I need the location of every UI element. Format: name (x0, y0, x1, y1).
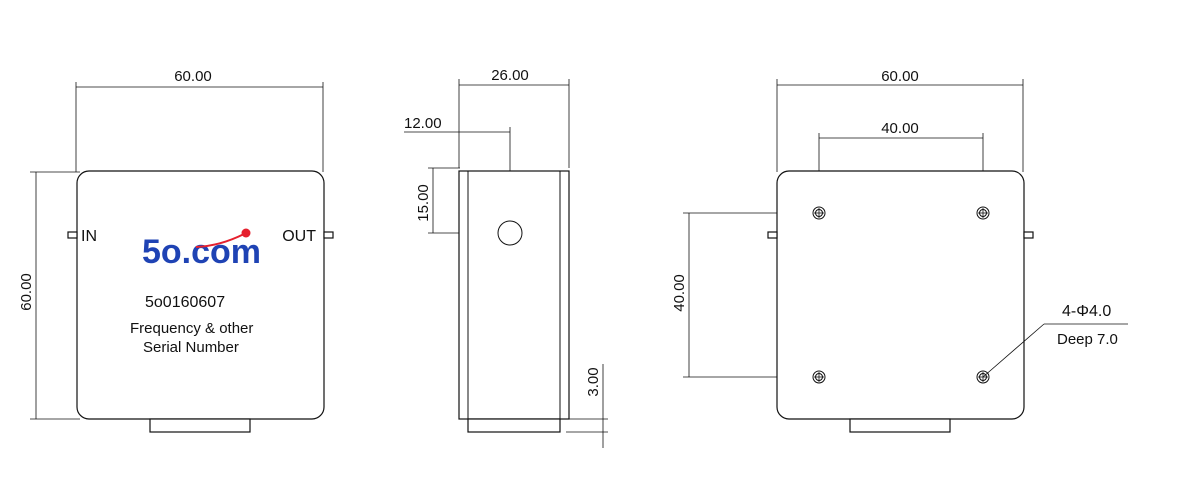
note-line-2: Serial Number (143, 339, 239, 356)
side-connector-circle (497, 220, 523, 246)
model-number: 5o0160607 (145, 294, 225, 311)
side-body (458, 170, 570, 420)
port-out-label: OUT (282, 228, 316, 245)
mounting-hole-tl (812, 206, 826, 220)
mounting-hole-tr (976, 206, 990, 220)
front-view: 60.00 60.00 IN OUT 5o.com 5o0160607 Freq… (18, 68, 334, 433)
brand-logo: 5o.com (142, 233, 261, 271)
side-view: 26.00 12.00 15.00 3.00 (404, 67, 608, 448)
bottom-width-dim: 60.00 (881, 68, 919, 85)
bottom-right-connector (1023, 231, 1034, 239)
in-connector (67, 231, 78, 239)
note-line-1: Frequency & other (130, 320, 253, 337)
side-offset-dim: 12.00 (404, 115, 442, 132)
bottom-base-tab (849, 418, 951, 433)
hole-depth: Deep 7.0 (1057, 331, 1118, 348)
front-width-dim: 60.00 (174, 68, 212, 85)
logo-dot (241, 228, 251, 238)
side-height-dim: 15.00 (415, 184, 432, 222)
bottom-view: 60.00 40.00 40.00 (671, 68, 1128, 433)
port-in-label: IN (81, 228, 97, 245)
mounting-hole-bl (812, 370, 826, 384)
out-connector (323, 231, 334, 239)
side-width-dim: 26.00 (491, 67, 529, 84)
front-base-tab (149, 418, 251, 433)
hole-spacing-x-dim: 40.00 (881, 120, 919, 137)
hole-spacing-y-dim: 40.00 (671, 274, 688, 312)
logo-swoosh (195, 233, 245, 248)
bottom-left-connector (767, 231, 778, 239)
side-base-dim: 3.00 (585, 367, 602, 396)
front-height-dim: 60.00 (18, 273, 35, 311)
hole-spec: 4-Φ4.0 (1062, 303, 1111, 320)
hole-leader-line (982, 323, 1045, 378)
side-base-tab (467, 418, 561, 433)
